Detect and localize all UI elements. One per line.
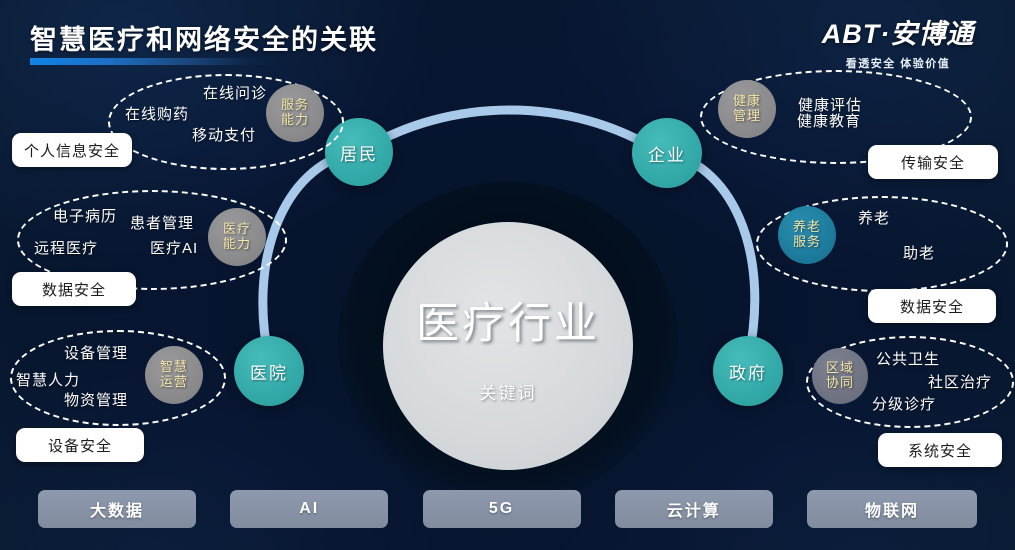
hub-title: 医疗行业 — [416, 299, 600, 348]
chip-transmission-security[interactable]: 传输安全 — [868, 145, 998, 179]
keyword-hospital-3: 医疗AI — [150, 240, 199, 257]
central-hub: 医疗行业 关键词 — [383, 222, 633, 470]
logo-tagline: 看透安全 体验价值 — [845, 58, 951, 70]
keyword-resident-1: 在线购药 — [125, 106, 190, 123]
capability-operations[interactable]: 智慧 运营 — [145, 346, 203, 404]
capability-regional-line1: 区域 — [825, 360, 854, 376]
capability-service[interactable]: 服务 能力 — [266, 84, 324, 142]
chip-data-security-right[interactable]: 数据安全 — [868, 289, 996, 323]
hub-subtitle: 关键词 — [479, 383, 537, 403]
node-government-label: 政府 — [729, 363, 767, 383]
capability-service-line2: 能力 — [280, 112, 309, 127]
capability-medical-line1: 医疗 — [222, 221, 251, 237]
capability-health-line2: 管理 — [732, 108, 761, 123]
chip-personal-info-security-label: 个人信息安全 — [23, 142, 120, 160]
node-hospital[interactable]: 医院 — [234, 336, 304, 406]
tech-pill-bigdata-label: 大数据 — [89, 503, 144, 520]
page-title: 智慧医疗和网络安全的关联 — [30, 25, 378, 55]
tech-pill-bigdata[interactable]: 大数据 — [38, 490, 196, 528]
capability-health-line1: 健康 — [732, 93, 761, 109]
keyword-operations-1: 智慧人力 — [16, 372, 81, 389]
tech-pill-cloud-label: 云计算 — [666, 503, 721, 520]
keyword-government-0: 公共卫生 — [876, 351, 941, 368]
keyword-resident-0: 在线问诊 — [203, 85, 268, 102]
capability-health[interactable]: 健康 管理 — [718, 80, 776, 138]
chip-personal-info-security[interactable]: 个人信息安全 — [12, 133, 132, 167]
tech-pill-ai-label: AI — [299, 500, 320, 517]
capability-regional-line2: 协同 — [825, 375, 854, 390]
capability-operations-line2: 运营 — [159, 374, 188, 389]
capability-eldercare-line1: 养老 — [792, 219, 821, 235]
tech-pill-5g-label: 5G — [488, 500, 515, 517]
keyword-hospital-0: 电子病历 — [53, 208, 118, 225]
keyword-government-2: 分级诊疗 — [872, 396, 937, 413]
keyword-enterprise-1: 健康教育 — [797, 113, 862, 130]
chip-system-security-label: 系统安全 — [907, 442, 972, 460]
capability-eldercare-line2: 服务 — [792, 234, 821, 249]
chip-transmission-security-label: 传输安全 — [900, 154, 965, 172]
keyword-hospital-1: 患者管理 — [130, 215, 195, 232]
brand-logo: ABT·安博通 看透安全 体验价值 — [803, 12, 993, 71]
keyword-eldercare-1: 助老 — [903, 245, 936, 262]
node-enterprise[interactable]: 企业 — [632, 118, 702, 188]
tech-pill-iot-label: 物联网 — [864, 503, 919, 520]
capability-medical[interactable]: 医疗 能力 — [208, 208, 266, 266]
tech-pill-iot[interactable]: 物联网 — [807, 490, 977, 528]
node-government[interactable]: 政府 — [713, 336, 783, 406]
node-resident-label: 居民 — [340, 144, 378, 164]
capability-operations-line1: 智慧 — [159, 359, 188, 375]
cluster-ellipse-hospital — [17, 190, 287, 290]
technology-bar: 大数据 AI 5G 云计算 物联网 — [0, 490, 1015, 528]
keyword-resident-2: 移动支付 — [192, 127, 257, 144]
cluster-ellipse-enterprise — [700, 70, 972, 164]
capability-regional[interactable]: 区域 协同 — [812, 348, 868, 404]
chip-system-security[interactable]: 系统安全 — [878, 433, 1002, 467]
cluster-ellipse-government — [806, 336, 1014, 428]
chip-data-security-left-label: 数据安全 — [41, 281, 106, 299]
node-enterprise-label: 企业 — [648, 145, 686, 165]
capability-service-line1: 服务 — [280, 97, 309, 113]
keyword-enterprise-0: 健康评估 — [798, 97, 863, 114]
chip-device-security-label: 设备安全 — [47, 437, 112, 455]
logo-wordmark: ABT·安博通 — [821, 19, 975, 49]
node-hospital-label: 医院 — [250, 363, 288, 383]
chip-data-security-left[interactable]: 数据安全 — [12, 272, 136, 306]
chip-device-security[interactable]: 设备安全 — [16, 428, 144, 462]
tech-pill-cloud[interactable]: 云计算 — [614, 490, 773, 528]
keyword-hospital-2: 远程医疗 — [34, 240, 99, 257]
keyword-eldercare-0: 养老 — [858, 210, 891, 227]
tech-pill-5g[interactable]: 5G — [422, 490, 581, 528]
title-underline-bar — [30, 58, 280, 65]
keyword-operations-0: 设备管理 — [64, 345, 129, 362]
keyword-government-1: 社区治疗 — [928, 374, 993, 391]
capability-medical-line2: 能力 — [222, 236, 251, 251]
cluster-ellipse-operations — [10, 330, 226, 426]
keyword-operations-2: 物资管理 — [64, 392, 129, 409]
capability-eldercare[interactable]: 养老 服务 — [778, 206, 836, 264]
chip-data-security-right-label: 数据安全 — [899, 298, 964, 316]
tech-pill-ai[interactable]: AI — [230, 490, 389, 528]
cluster-ellipse-resident — [108, 74, 344, 170]
